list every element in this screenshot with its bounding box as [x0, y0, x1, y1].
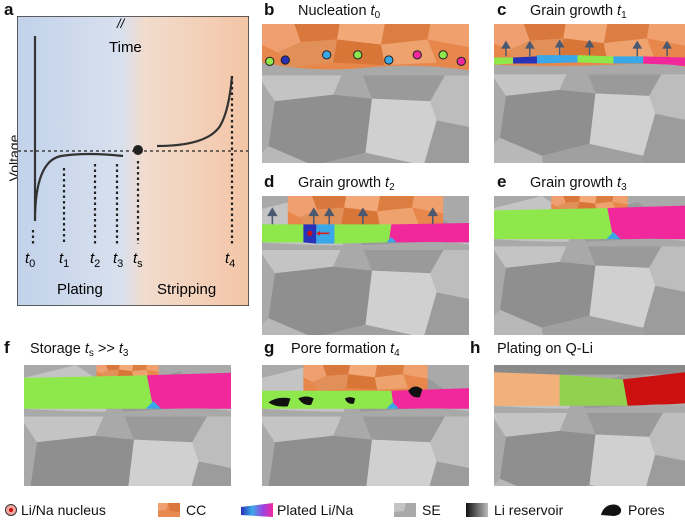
legend-se-label: SE: [422, 502, 441, 518]
panel-e-label: e: [497, 172, 507, 191]
chart-frame: [17, 16, 249, 306]
tick-t4: t4: [225, 250, 235, 270]
panel-f-title: Storage ts >> t3: [30, 341, 129, 359]
tick-t2: t2: [90, 250, 100, 270]
plated-gradient-icon: [241, 503, 273, 517]
panel-h-label: h: [470, 338, 481, 357]
cc-swatch-icon: [158, 503, 180, 517]
panel-d-scene: [262, 196, 469, 335]
legend-nucleus-label: Li/Na nucleus: [21, 502, 106, 518]
tick-ts: ts: [133, 250, 143, 270]
panel-d-label: d: [264, 172, 275, 191]
axis-break-mark: //: [116, 16, 126, 31]
legend-pores-label: Pores: [628, 502, 665, 518]
panel-c-label: c: [497, 0, 507, 19]
legend-plated-label: Plated Li/Na: [277, 502, 354, 518]
voltage-chart: // Time t0 t1 t2 t3 ts t4 Plating Stripp…: [17, 16, 249, 306]
panel-b-scene: [262, 24, 469, 163]
panel-h-title: Plating on Q-Li: [497, 341, 593, 357]
tick-t1: t1: [59, 250, 69, 270]
panel-c-scene: [494, 24, 685, 163]
panel-f-scene: [24, 365, 231, 486]
panel-a-label: a: [4, 0, 14, 19]
legend-reservoir-label: Li reservoir: [494, 502, 564, 518]
pore-blob-icon: [601, 504, 622, 516]
panel-g-scene: [262, 365, 469, 486]
panel-c-title: Grain growth t1: [530, 3, 627, 21]
panel-e-title: Grain growth t3: [530, 175, 627, 193]
reservoir-gradient-icon: [466, 503, 488, 517]
tick-t3: t3: [113, 250, 123, 270]
panel-f-label: f: [4, 338, 10, 357]
panel-g-title: Pore formation t4: [291, 341, 400, 359]
stripping-curve: [156, 75, 234, 148]
panel-d-title: Grain growth t2: [298, 175, 395, 193]
time-label: Time: [109, 39, 142, 56]
nucleus-icon: [5, 504, 17, 516]
panel-b-title: Nucleation t0: [298, 3, 381, 21]
panel-h-scene: [494, 365, 685, 486]
storage-point: [133, 145, 143, 155]
panel-b-label: b: [264, 0, 275, 19]
panel-e-scene: [494, 196, 685, 335]
plating-phase-label: Plating: [57, 281, 103, 298]
plating-curve: [33, 36, 124, 222]
se-swatch-icon: [394, 503, 416, 517]
panel-g-label: g: [264, 338, 275, 357]
stripping-phase-label: Stripping: [157, 281, 216, 298]
tick-t0: t0: [25, 250, 35, 270]
legend-cc-label: CC: [186, 502, 207, 518]
